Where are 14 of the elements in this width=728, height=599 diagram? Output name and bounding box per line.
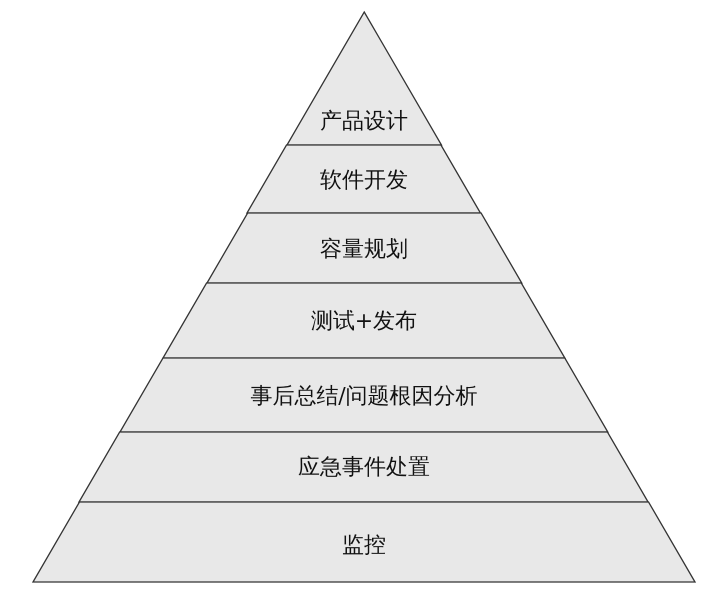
- layer-label: 监控: [342, 533, 386, 559]
- pyramid-layer: [163, 283, 565, 358]
- pyramid-layer: [33, 502, 695, 582]
- layer-label: 事后总结/问题根因分析: [250, 384, 478, 410]
- pyramid-layer: [286, 12, 442, 145]
- layer-label: 软件开发: [320, 168, 408, 194]
- pyramid-layer: [79, 432, 649, 502]
- layer-label: 产品设计: [320, 109, 408, 135]
- pyramid-layer: [206, 213, 522, 283]
- pyramid-layer: [120, 358, 608, 432]
- pyramid-layer: [247, 145, 481, 213]
- layer-label: 测试+发布: [310, 309, 418, 335]
- layer-label: 应急事件处置: [298, 455, 430, 481]
- layer-label: 容量规划: [320, 237, 408, 263]
